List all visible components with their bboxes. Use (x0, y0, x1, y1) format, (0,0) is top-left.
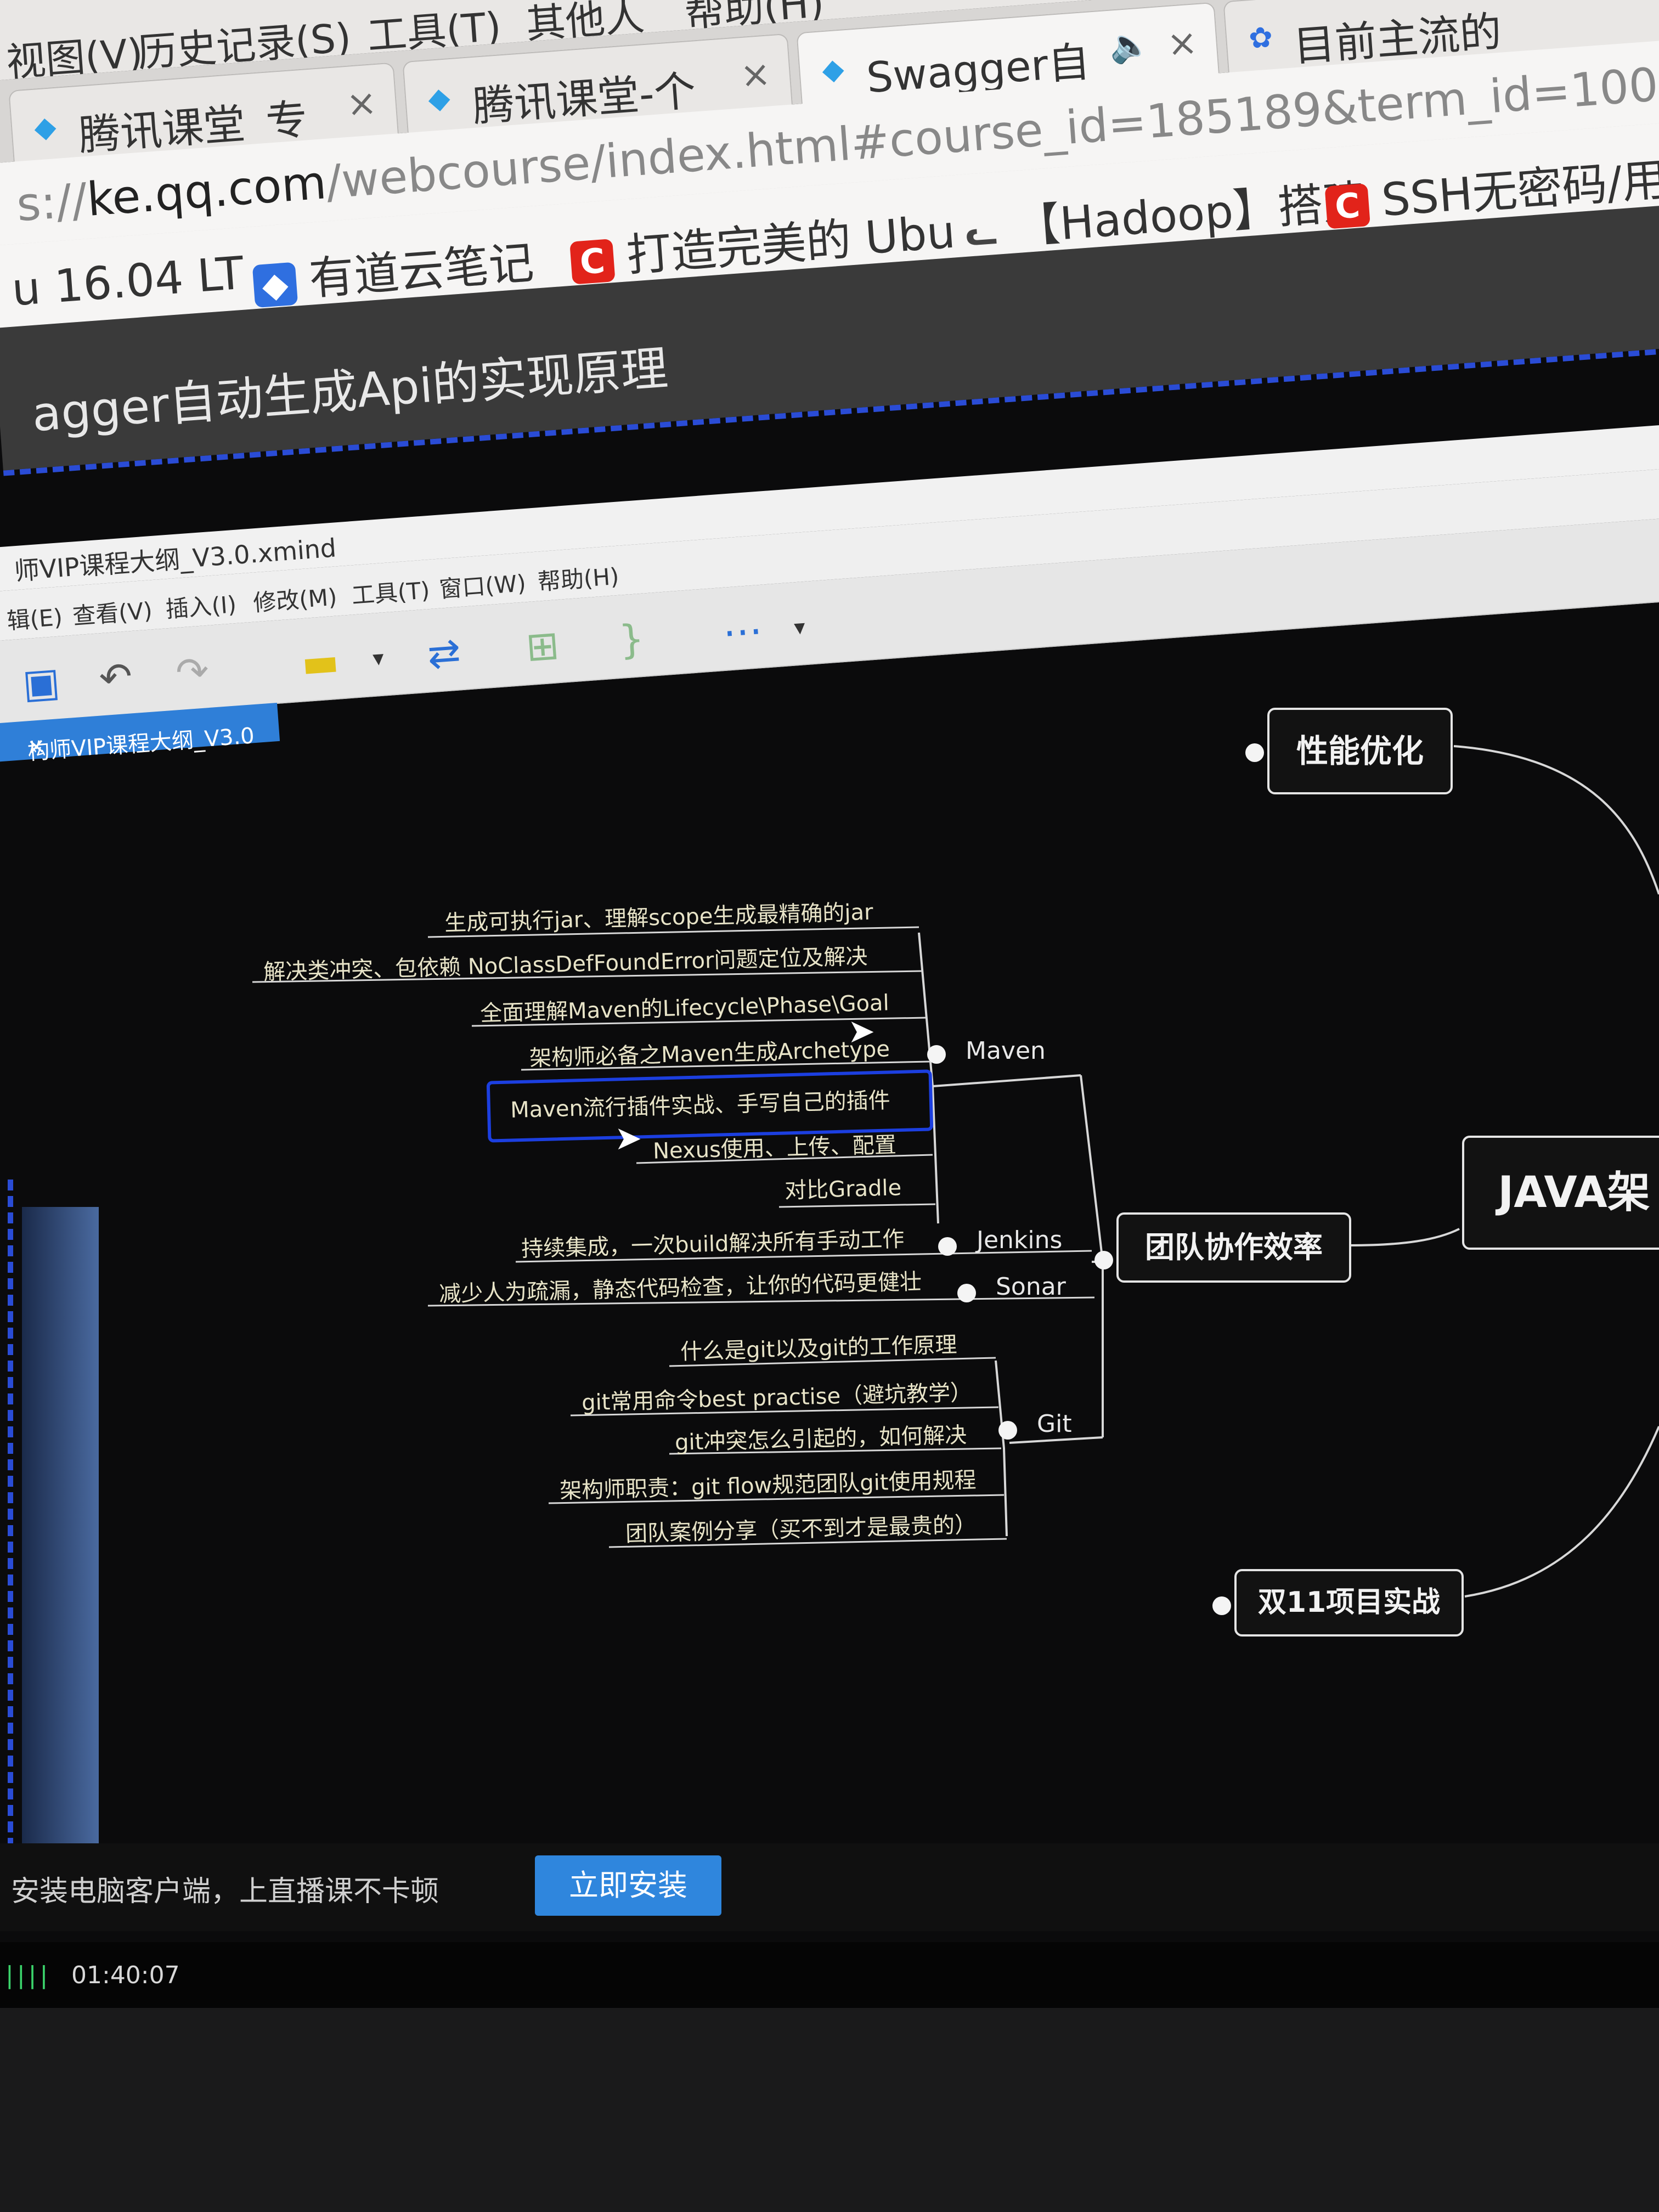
url-host: ke.qq.com (85, 155, 329, 227)
bookmark-ubuntu[interactable]: u 16.04 LT (10, 247, 245, 317)
csdn-icon: C (1324, 183, 1370, 229)
undo-icon[interactable]: ↶ (97, 653, 134, 702)
xmind-menu-tools[interactable]: 工具(T) (351, 577, 431, 610)
boundary-icon[interactable]: ⊞ (524, 622, 561, 670)
csdn-icon: C (569, 238, 616, 285)
branch-git[interactable]: Git (1037, 1410, 1072, 1438)
branch-sonar[interactable]: Sonar (996, 1273, 1066, 1301)
xmind-menu-edit[interactable]: 辑(E) (5, 603, 64, 635)
bird-icon: ᓚ (963, 211, 998, 254)
save-icon[interactable]: ▣ (21, 658, 62, 707)
xmind-menu-help[interactable]: 帮助(H) (537, 562, 620, 596)
topic-style-icon[interactable]: ▬ (300, 637, 341, 687)
signal-bars-icon: |||| (5, 1961, 52, 1989)
tencent-class-icon: ◆ (821, 52, 845, 87)
install-client-text: 安装电脑客户端，上直播课不卡顿 (11, 1875, 439, 1908)
video-player-bar: |||| 01:40:07 (0, 1942, 1659, 2008)
collapse-dot-icon[interactable] (1094, 1251, 1113, 1269)
tab-close-icon[interactable]: × (738, 52, 772, 97)
xmind-menu-view[interactable]: 查看(V) (71, 597, 154, 630)
mindmap-canvas: 性能优化 JAVA架 团队协作效率 双11项目实战 Maven Jenkins … (0, 708, 1659, 1865)
url-scheme: s:// (14, 173, 89, 232)
mouse-cursor-icon: ➤ (614, 1119, 642, 1158)
install-client-bar: 安装电脑客户端，上直播课不卡顿 立即安装 (0, 1843, 1659, 1931)
leaf-maven-nexus[interactable]: Nexus使用、上传、配置 (652, 1132, 897, 1164)
central-topic[interactable]: JAVA架 (1462, 1136, 1659, 1250)
xmind-menu-insert[interactable]: 插入(I) (165, 590, 238, 623)
mouse-cursor-icon: ➤ (848, 1012, 876, 1051)
monitor-bezel (0, 2008, 1659, 2212)
playback-time: 01:40:07 (71, 1961, 180, 1989)
xmind-scroll-panel (22, 1207, 99, 1849)
collapse-dot-icon[interactable] (1212, 1596, 1231, 1615)
summary-icon[interactable]: } (617, 615, 646, 663)
collapse-dot-icon[interactable] (927, 1045, 946, 1064)
course-title: agger自动生成Api的实现原理 (30, 341, 670, 443)
tencent-class-icon: ◆ (33, 110, 58, 145)
mindmap-connectors (252, 745, 1659, 1598)
install-now-button[interactable]: 立即安装 (535, 1855, 721, 1916)
collapse-dot-icon[interactable] (1245, 743, 1264, 762)
collapse-dot-icon[interactable] (998, 1421, 1017, 1440)
tencent-class-icon: ◆ (427, 81, 452, 116)
leaf-maven-gradle[interactable]: 对比Gradle (784, 1175, 902, 1204)
tab-close-icon[interactable]: × (345, 81, 379, 126)
baidu-paw-icon: ✿ (1248, 21, 1274, 56)
speaker-icon[interactable]: 🔈 (1108, 25, 1152, 66)
tab-close-icon[interactable]: × (1165, 21, 1199, 66)
bookmark-label: u 16.04 LT (10, 247, 246, 317)
xmind-menu-modify[interactable]: 修改(M) (252, 583, 338, 617)
youdao-icon: ◆ (252, 262, 298, 308)
chevron-down-icon[interactable]: ▾ (793, 614, 806, 641)
screen-share-border-left (0, 1180, 13, 1849)
relationship-icon[interactable]: ⇄ (426, 629, 462, 678)
branch-jenkins[interactable]: Jenkins (977, 1226, 1063, 1254)
collapse-dot-icon[interactable] (938, 1237, 957, 1256)
redo-icon[interactable]: ↷ (174, 647, 211, 696)
xmind-menu-window[interactable]: 窗口(W) (438, 569, 527, 603)
topic-team-efficiency[interactable]: 团队协作效率 (1116, 1212, 1351, 1283)
collapse-dot-icon[interactable] (957, 1284, 976, 1302)
more-icon[interactable]: ⋯ (721, 606, 764, 656)
topic-double11[interactable]: 双11项目实战 (1234, 1569, 1464, 1637)
chevron-down-icon[interactable]: ▾ (371, 645, 385, 672)
branch-maven[interactable]: Maven (966, 1037, 1046, 1065)
topic-performance[interactable]: 性能优化 (1267, 708, 1453, 794)
